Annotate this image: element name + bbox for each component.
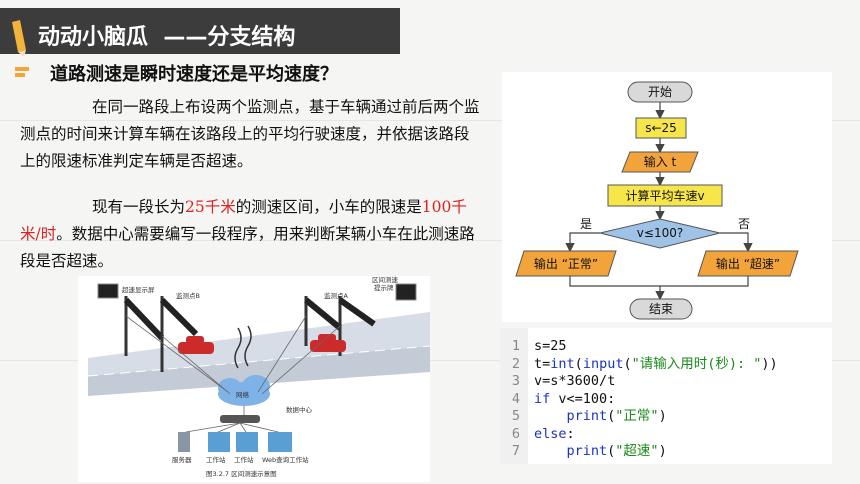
figure-label: Web查询工作站 [262,455,309,464]
flow-assign-label: s←25 [645,121,677,135]
header-bar: 动动小脑瓜 ——分支结构 [0,8,400,57]
figure-label: 工作站 [206,455,226,464]
flow-input [621,151,699,173]
code-text: print("超速") [566,443,667,459]
server-icon [178,432,190,452]
flowchart: 开始 s←25 输入 t 计算平均车速v v≤100? 是 否 输出 “正常” … [502,72,832,322]
figure-label: 监测点B [176,291,200,300]
paragraph-text: 。数据中心需要编写一段程序，用来判断某辆小车在此测速路段是否超速。 [20,225,475,270]
flow-no-label: 否 [738,217,750,231]
code-text: if v<=100: [534,390,616,407]
flow-compute-label: 计算平均车速v [625,188,704,203]
pencil-icon [12,20,26,57]
line-number: 1 [511,338,520,354]
figure-label: 提示牌 [374,283,394,292]
code-text: print("正常") [566,408,667,424]
flow-input-label: 输入 t [644,154,677,169]
flow-compute [607,184,723,207]
code-line: 1 s=25 [500,336,567,356]
flow-start-label: 开始 [648,85,672,99]
flow-output-speeding-label: 输出 “超速” [716,256,780,271]
car-icon [310,334,346,352]
figure-label: 服务器 [172,455,192,464]
highlight-speed-limit: 100千米/时 [20,198,467,243]
line-number: 6 [511,425,520,442]
background-line [0,120,860,121]
header-title: 动动小脑瓜 ——分支结构 [38,25,296,50]
paragraph-task: 现有一段长为25千米的测速区间，小车的限速是100千米/时。数据中心需要编写一段… [20,194,480,275]
pencil-mark-icon [15,67,29,77]
switch-icon [220,415,260,423]
speed-zone-diagram: 超速显示屏 监测点B 监测点A 区间测速 提示牌 网络 数据中心 服务器 工作站… [78,276,430,482]
line-number: 7 [511,443,520,459]
figure-label: 区间测速 [372,276,399,284]
flow-end-label: 结束 [649,302,673,316]
web-workstation-icon [268,432,292,452]
flow-decision [599,218,721,249]
flow-output-normal-label: 输出 “正常” [534,256,598,271]
figure-label: 超速显示屏 [122,285,155,294]
flow-assign [635,117,687,139]
code-line: 4 if v<=100: [500,389,615,409]
code-text: s=25 [534,338,567,354]
code-line: 2 t=int(input("请输入用时(秒): ")) [500,354,778,374]
code-editor: 1 s=25 2 t=int(input("请输入用时(秒): ")) 3 v=s*360… [500,328,832,464]
question-title: 道路测速是瞬时速度还是平均速度？ [50,64,338,85]
figure-label: 数据中心 [286,405,313,414]
flow-output-normal [515,250,617,277]
line-number: 5 [511,408,520,424]
line-number: 2 [511,355,520,372]
flow-output-speeding [697,250,799,277]
network-cloud-icon [218,375,270,406]
code-line: 5 print("正常") [500,406,667,426]
code-line: 3 v=s*3600/t [500,371,615,391]
flow-decision-label: v≤100? [637,226,683,240]
code-line: 6 else: [500,424,575,444]
figure-caption: 图3.2.7 区间测速示意图 [206,469,277,478]
paragraph-text: 现有一段长为 [92,198,186,216]
figure-label: 监测点A [324,291,349,300]
background-line [0,360,860,361]
flow-start [627,81,693,103]
figure-label: 网络 [236,390,250,399]
paragraph-text: 在同一路段上布设两个监测点，基于车辆通过前后两个监测点的时间来计算车辆在该路段上… [20,98,480,170]
background-line [0,240,860,241]
line-number: 3 [511,373,520,389]
code-text: else: [534,425,575,442]
code-text: t=int(input("请输入用时(秒): ")) [534,355,778,372]
highlight-length: 25千米 [185,198,236,216]
right-display-icon [395,283,417,301]
code-line: 7 print("超速") [500,441,667,461]
left-display-icon [97,283,119,299]
flow-end [629,298,693,320]
paragraph-text: 的测速区间，小车的限速是 [235,198,422,216]
figure-label: 工作站 [234,455,254,464]
flow-yes-label: 是 [580,217,592,231]
workstation-icon [208,432,230,452]
code-text: v=s*3600/t [534,373,616,389]
line-number: 4 [511,390,520,407]
code-gutter [500,328,528,464]
paragraph-description: 在同一路段上布设两个监测点，基于车辆通过前后两个监测点的时间来计算车辆在该路段上… [20,94,480,175]
car-icon [178,336,214,354]
workstation-icon [236,432,258,452]
